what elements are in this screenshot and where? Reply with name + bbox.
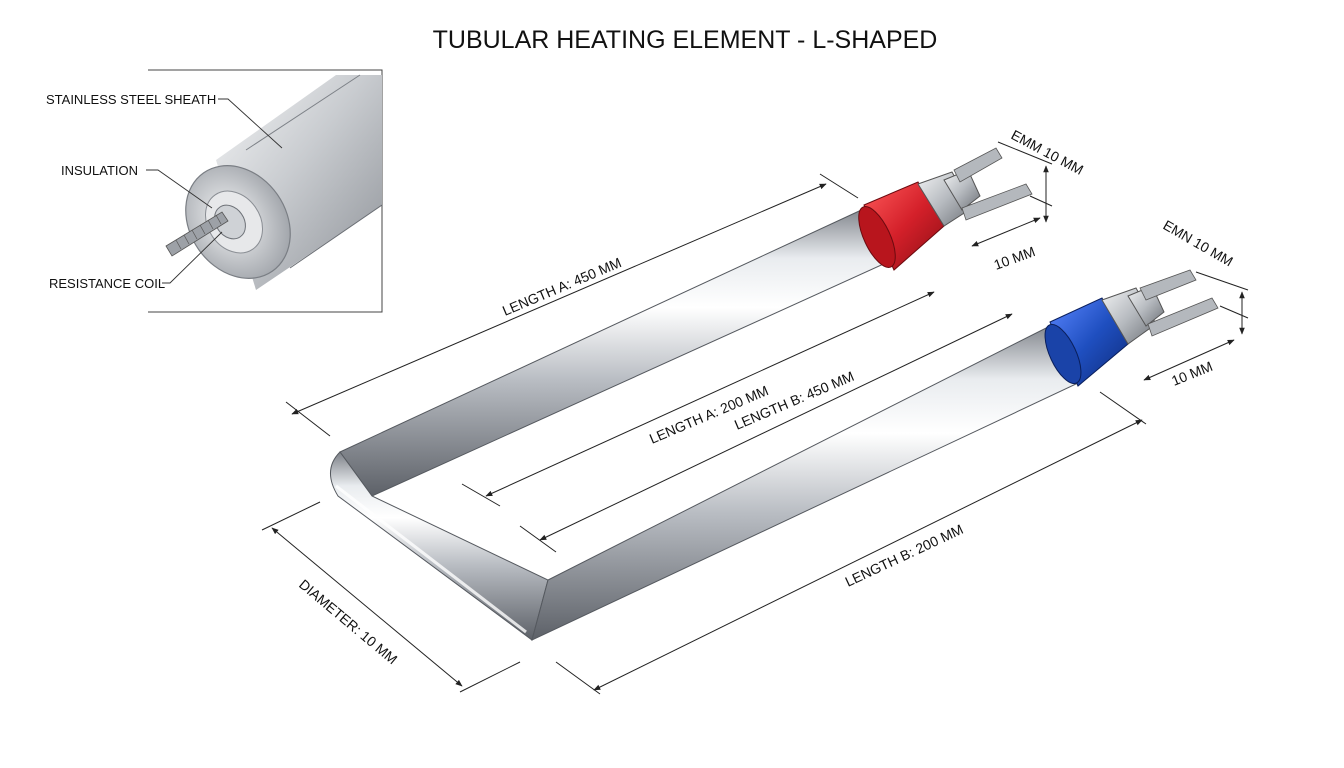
top-stud-1 bbox=[953, 147, 1003, 183]
heating-element bbox=[330, 147, 1219, 641]
leader-sheath bbox=[218, 98, 283, 149]
bottom-terminal bbox=[1044, 269, 1219, 387]
label-length-a-outer: LENGTH A: 450 MM bbox=[500, 254, 624, 319]
leader-insulation bbox=[146, 169, 213, 209]
ext-line-diameter-end bbox=[459, 661, 521, 693]
top-stud-2 bbox=[961, 183, 1033, 221]
label-bottom-terminal-height: EMN 10 MM bbox=[1161, 217, 1236, 270]
label-length-b-outer: LENGTH B: 200 MM bbox=[843, 521, 966, 590]
dimension-lines: LENGTH A: 450 MM LENGTH A: 200 MM LENGTH… bbox=[261, 127, 1249, 695]
dim-line-bottom-terminal-width bbox=[1143, 339, 1235, 381]
label-top-terminal-width: 10 MM bbox=[992, 243, 1038, 273]
label-resistance-coil: RESISTANCE COIL bbox=[49, 276, 165, 291]
dim-line-diameter bbox=[271, 527, 463, 687]
dim-line-top-terminal-width bbox=[971, 217, 1041, 247]
bottom-blue-fitting-face bbox=[1044, 323, 1082, 385]
top-red-fitting-face bbox=[858, 206, 896, 268]
ext-line-b-inner-start bbox=[519, 525, 557, 553]
label-insulation: INSULATION bbox=[61, 163, 138, 178]
label-top-terminal-height: EMM 10 MM bbox=[1009, 127, 1087, 178]
top-terminal bbox=[858, 147, 1033, 271]
ext-line-b-outer-end bbox=[1099, 391, 1147, 425]
diagram-title: TUBULAR HEATING ELEMENT - L-SHAPED bbox=[433, 26, 938, 54]
ext-line-a-outer-start bbox=[285, 401, 331, 437]
label-bottom-terminal-width: 10 MM bbox=[1169, 358, 1215, 389]
bottom-stud-2 bbox=[1147, 297, 1219, 337]
label-stainless-steel-sheath: STAINLESS STEEL SHEATH bbox=[46, 92, 216, 107]
bottom-stud-1 bbox=[1139, 269, 1197, 301]
ext-line-bottom-terminal-2 bbox=[1219, 305, 1249, 319]
ext-line-diameter-start bbox=[261, 501, 321, 531]
inset-sheath-seam bbox=[245, 74, 361, 151]
dim-line-length-b-outer bbox=[593, 419, 1143, 691]
inset-threaded-rod bbox=[165, 211, 229, 257]
ext-line-b-outer-start bbox=[555, 661, 601, 695]
cross-section-inset: STAINLESS STEEL SHEATH INSULATION RESIST… bbox=[46, 69, 383, 313]
leader-coil bbox=[162, 231, 223, 284]
ext-line-top-terminal-1 bbox=[997, 141, 1053, 165]
ext-line-top-terminal-2 bbox=[1029, 195, 1053, 207]
ext-line-bottom-terminal-1 bbox=[1195, 271, 1249, 291]
ext-line-a-outer-end bbox=[819, 173, 859, 199]
ext-line-a-inner-start bbox=[461, 483, 501, 507]
